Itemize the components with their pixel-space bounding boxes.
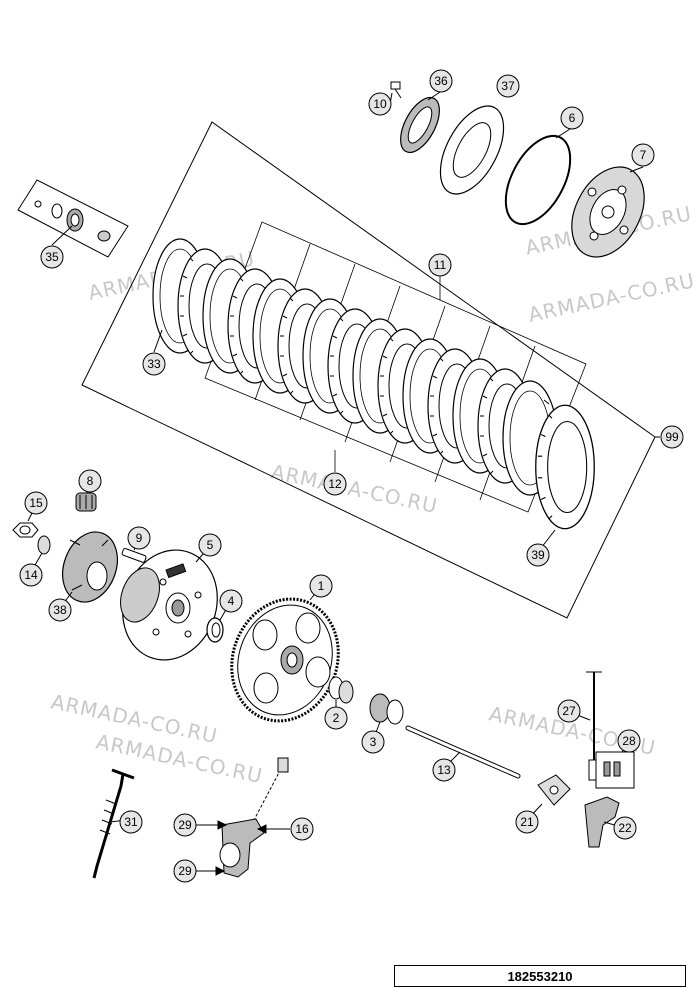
svg-text:29: 29 [178, 818, 192, 832]
slave-cylinder-part [584, 796, 620, 848]
callout-1[interactable]: 1 [309, 574, 333, 598]
thrust-disc-part [439, 105, 505, 195]
watermark: ARMADA-CO.RU [526, 268, 697, 327]
primary-gear-part [230, 597, 340, 723]
svg-text:11: 11 [434, 258, 447, 272]
svg-text:5: 5 [207, 538, 214, 552]
callout-35[interactable]: 35 [40, 245, 64, 269]
watermark: ARMADA-CO.RU [269, 459, 440, 518]
svg-text:15: 15 [29, 496, 43, 510]
callout-8[interactable]: 8 [78, 469, 102, 493]
svg-text:1: 1 [318, 579, 325, 593]
svg-text:22: 22 [618, 821, 632, 835]
thrust-washer-part [206, 617, 224, 643]
svg-text:7: 7 [640, 148, 647, 162]
callout-12[interactable]: 12 [323, 472, 347, 496]
svg-text:99: 99 [665, 430, 679, 444]
svg-text:16: 16 [295, 822, 309, 836]
callout-39[interactable]: 39 [526, 543, 550, 567]
callout-15[interactable]: 15 [24, 491, 48, 515]
svg-text:13: 13 [437, 763, 451, 777]
callout-29-lower[interactable]: 29 [173, 859, 197, 883]
svg-text:9: 9 [136, 531, 143, 545]
svg-text:3: 3 [370, 735, 377, 749]
svg-text:28: 28 [622, 734, 636, 748]
callout-21[interactable]: 21 [515, 810, 539, 834]
push-rod-part [405, 725, 521, 779]
document-number: 182553210 [394, 965, 686, 987]
svg-text:33: 33 [147, 357, 161, 371]
svg-text:39: 39 [531, 548, 545, 562]
callout-29-upper[interactable]: 29 [173, 813, 197, 837]
svg-text:2: 2 [333, 711, 340, 725]
callout-7[interactable]: 7 [631, 143, 655, 167]
svg-text:4: 4 [228, 594, 235, 608]
nut-part [12, 522, 39, 538]
svg-text:21: 21 [520, 815, 534, 829]
callout-3[interactable]: 3 [361, 730, 385, 754]
callout-2[interactable]: 2 [324, 706, 348, 730]
svg-text:10: 10 [373, 97, 387, 111]
svg-text:6: 6 [569, 111, 576, 125]
callout-22[interactable]: 22 [613, 816, 637, 840]
callout-11[interactable]: 11 [428, 253, 452, 277]
callout-13[interactable]: 13 [432, 758, 456, 782]
callout-31[interactable]: 31 [119, 810, 143, 834]
callout-38[interactable]: 38 [48, 598, 72, 622]
clutch-pack-frame [81, 121, 660, 619]
callout-9[interactable]: 9 [127, 526, 151, 550]
callout-36[interactable]: 36 [429, 69, 453, 93]
callout-99[interactable]: 99 [660, 425, 684, 449]
svg-text:35: 35 [45, 250, 59, 264]
spring-ring-part [504, 134, 572, 226]
callout-5[interactable]: 5 [198, 533, 222, 557]
bushing-part [328, 676, 354, 704]
svg-text:12: 12 [328, 477, 342, 491]
callout-37[interactable]: 37 [496, 74, 520, 98]
thrust-bearing-part [400, 96, 440, 154]
callout-33[interactable]: 33 [142, 352, 166, 376]
special-tool-part [92, 768, 135, 879]
lock-washer-part [37, 535, 51, 555]
callout-14[interactable]: 14 [19, 563, 43, 587]
inner-hub-part [62, 531, 118, 603]
callout-27[interactable]: 27 [557, 699, 581, 723]
needle-bearing-part [369, 693, 404, 725]
svg-text:38: 38 [53, 603, 67, 617]
pin-part [121, 548, 147, 563]
clutch-slave-part [219, 757, 289, 878]
callout-4[interactable]: 4 [219, 589, 243, 613]
svg-text:36: 36 [434, 74, 448, 88]
pointer-arrows [196, 820, 290, 876]
callout-10[interactable]: 10 [368, 92, 392, 116]
svg-text:8: 8 [87, 474, 94, 488]
svg-text:27: 27 [562, 704, 576, 718]
bolt-part [390, 81, 402, 99]
callout-6[interactable]: 6 [560, 106, 584, 130]
svg-text:29: 29 [178, 864, 192, 878]
needle-cage-part [75, 492, 97, 512]
svg-text:14: 14 [24, 568, 38, 582]
small-parts-kit-35 [17, 179, 129, 258]
repair-kit-part [595, 751, 635, 789]
callout-16[interactable]: 16 [290, 817, 314, 841]
svg-text:31: 31 [124, 815, 138, 829]
pressure-plate-part [571, 166, 645, 258]
callout-28[interactable]: 28 [617, 729, 641, 753]
gasket-part [537, 774, 571, 806]
svg-text:37: 37 [501, 79, 515, 93]
outer-basket-part [120, 549, 218, 661]
